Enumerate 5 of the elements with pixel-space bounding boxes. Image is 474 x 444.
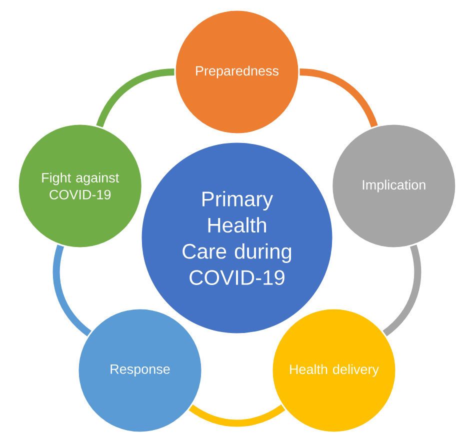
ring-arc — [96, 68, 174, 128]
ring-arc — [52, 244, 92, 336]
ring-arc — [382, 244, 422, 336]
ring-arc — [300, 68, 378, 128]
ring-arc — [188, 404, 286, 427]
